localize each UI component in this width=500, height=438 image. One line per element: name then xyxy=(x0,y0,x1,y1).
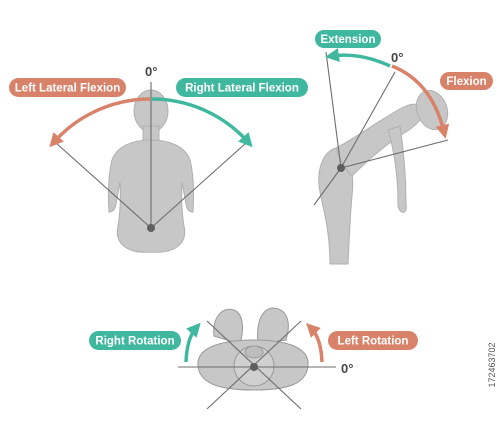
right-rotation-label: Right Rotation xyxy=(89,331,181,350)
extension-label: Extension xyxy=(315,30,381,48)
lateral-zero-degree: 0° xyxy=(145,64,157,79)
flexion-label: Flexion xyxy=(440,72,493,90)
left-rotation-arrow xyxy=(306,323,324,363)
side-view-figure xyxy=(318,90,449,265)
right-rotation-arrow xyxy=(184,322,201,363)
lateral-range-lines xyxy=(55,82,247,229)
sagittal-zero-degree: 0° xyxy=(391,50,403,65)
rotation-panel: 0° Right Rotation Left Rotation xyxy=(89,307,418,410)
lateral-flexion-panel: 0° Left Lateral Flexion Right Lateral Fl… xyxy=(9,64,308,253)
left-rotation-label: Left Rotation xyxy=(328,331,418,350)
svg-text:Extension: Extension xyxy=(321,34,376,46)
sagittal-range-lines xyxy=(313,51,449,206)
stock-image-id: 172463702 xyxy=(487,342,497,388)
svg-text:Left Rotation: Left Rotation xyxy=(338,336,409,348)
rotation-pivot-point xyxy=(250,363,258,371)
rotation-zero-degree: 0° xyxy=(341,361,353,376)
flexion-extension-panel: 0° Extension Flexion xyxy=(313,30,493,265)
lateral-pivot-point xyxy=(147,224,155,232)
svg-text:Right Rotation: Right Rotation xyxy=(95,336,174,348)
flexion-arrow xyxy=(391,64,450,139)
sagittal-pivot-point xyxy=(337,164,345,172)
svg-text:Left Lateral Flexion: Left Lateral Flexion xyxy=(15,83,120,95)
right-lateral-flexion-label: Right Lateral Flexion xyxy=(176,78,308,97)
svg-text:Right Lateral Flexion: Right Lateral Flexion xyxy=(185,83,299,95)
left-lateral-flexion-label: Left Lateral Flexion xyxy=(9,78,126,97)
top-view-figure xyxy=(197,307,309,391)
right-lateral-flexion-arrow xyxy=(150,97,253,148)
svg-text:Flexion: Flexion xyxy=(446,76,486,88)
left-lateral-flexion-arrow xyxy=(49,97,152,148)
extension-arrow xyxy=(325,48,391,68)
